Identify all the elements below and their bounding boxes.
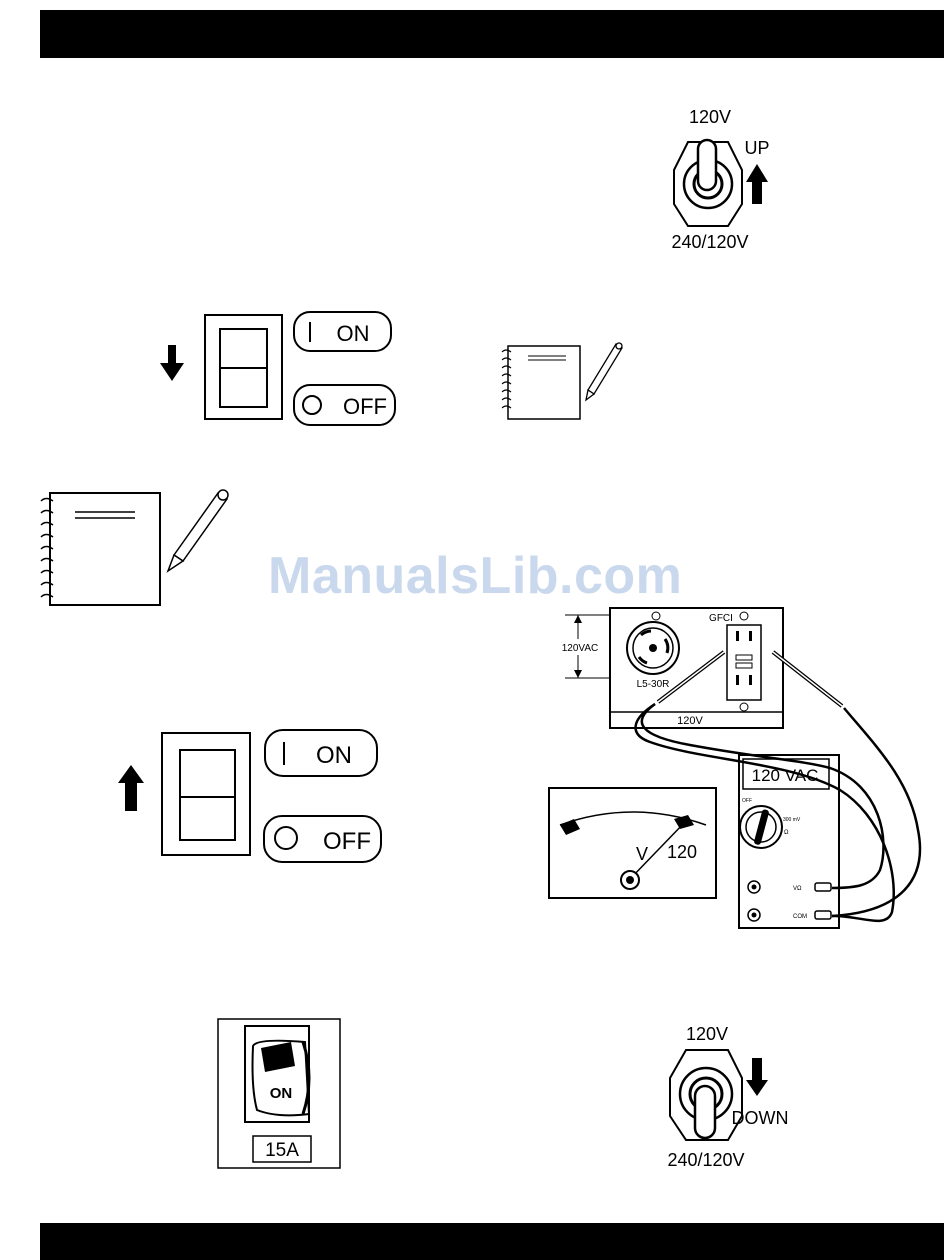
rocker-paddle [180, 750, 235, 840]
circuit-breaker-figure: ON 15A [217, 1018, 342, 1170]
breaker-rating: 15A [265, 1140, 299, 1161]
toggle-down-lever [695, 1086, 715, 1138]
toggle-down-direction-label: DOWN [732, 1108, 789, 1128]
watermark: ManualsLib.com [268, 546, 682, 606]
arrow-up-icon [118, 765, 144, 811]
on-label: ON [316, 742, 352, 769]
arrow-down-icon [746, 1058, 768, 1096]
toggle-down-top-label: 120V [686, 1024, 728, 1044]
off-label: OFF [323, 828, 371, 855]
breaker-state-label: ON [270, 1085, 293, 1102]
rocker-switch-on-figure: ON OFF [112, 725, 387, 860]
toggle-down-bottom-label: 240/120V [667, 1150, 744, 1170]
toggle-switch-down-figure: 120V DOWN 240/120V [650, 1020, 800, 1180]
off-symbol-icon [275, 827, 297, 849]
